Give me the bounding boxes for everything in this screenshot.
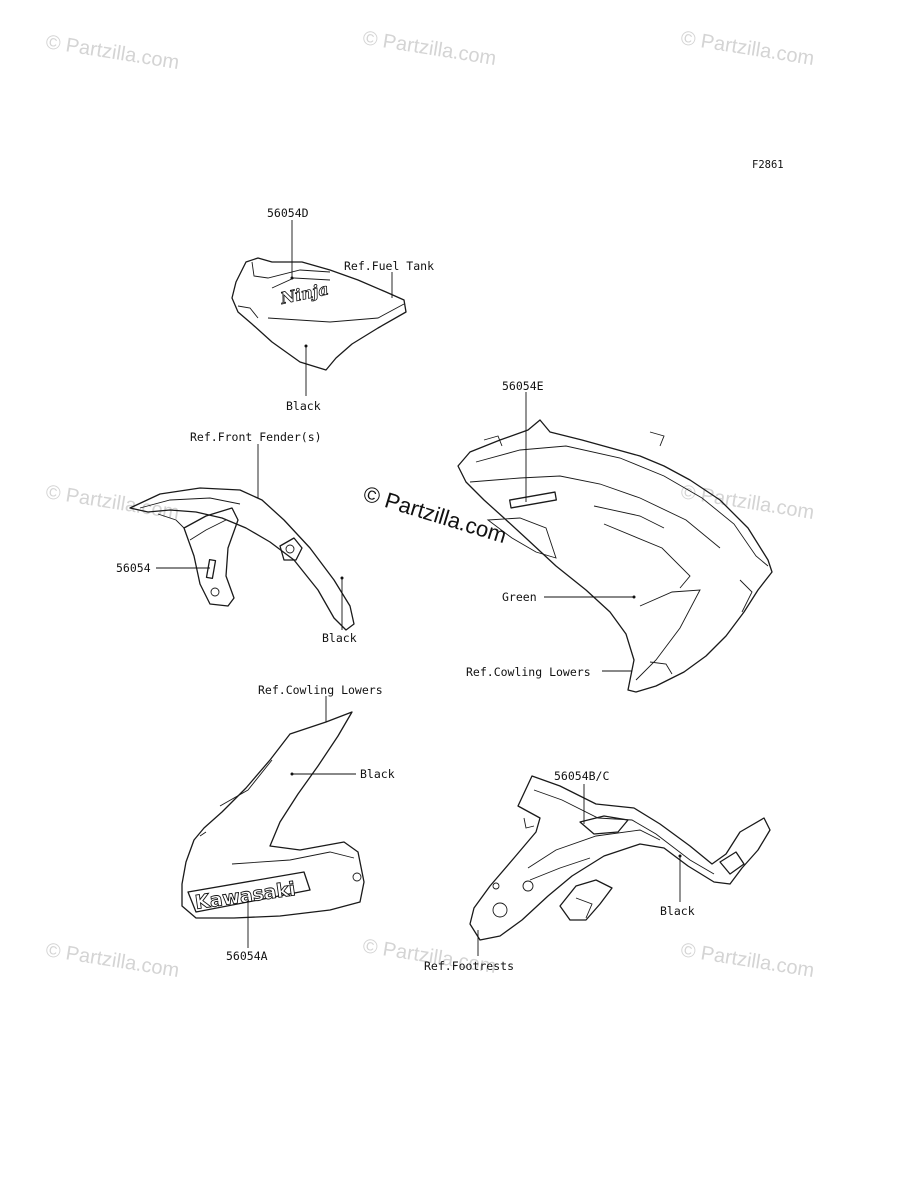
label-black-frame: Black [660, 904, 695, 918]
footrest-bracket [469, 775, 771, 941]
label-ref-cowling-lowers-left: Ref.Cowling Lowers [258, 683, 383, 697]
label-ref-front-fender: Ref.Front Fender(s) [190, 430, 322, 444]
label-black-tank: Black [286, 399, 321, 413]
fuel-tank-panel: Ninja [231, 257, 407, 371]
label-56054BC: 56054B/C [554, 769, 609, 783]
kawasaki-decal: Kawasaki [194, 878, 297, 914]
watermark-top-left: © Partzilla.com [44, 31, 181, 74]
label-ref-cowling-lowers-right: Ref.Cowling Lowers [466, 665, 591, 679]
label-56054E: 56054E [502, 379, 544, 393]
watermark-bottom-right: © Partzilla.com [679, 939, 816, 982]
front-fender [129, 487, 355, 631]
watermark-top-right: © Partzilla.com [679, 27, 816, 70]
label-black-cowl: Black [360, 767, 395, 781]
lower-cowling: Kawasaki [181, 711, 365, 919]
label-black-fender: Black [322, 631, 357, 645]
label-green: Green [502, 590, 537, 604]
watermark-bottom-left: © Partzilla.com [44, 939, 181, 982]
upper-cowling-right [457, 419, 773, 693]
label-56054: 56054 [116, 561, 151, 575]
label-56054D: 56054D [267, 206, 309, 220]
watermark-center: © Partzilla.com [361, 481, 510, 548]
label-56054A: 56054A [226, 949, 268, 963]
figure-code: F2861 [752, 159, 784, 171]
label-ref-footrests: Ref.Footrests [424, 959, 514, 973]
watermark-mid-right: © Partzilla.com [679, 481, 816, 524]
watermark-top-center: © Partzilla.com [361, 27, 498, 70]
ninja-decal: Ninja [278, 279, 330, 308]
label-ref-fuel-tank: Ref.Fuel Tank [344, 259, 434, 273]
